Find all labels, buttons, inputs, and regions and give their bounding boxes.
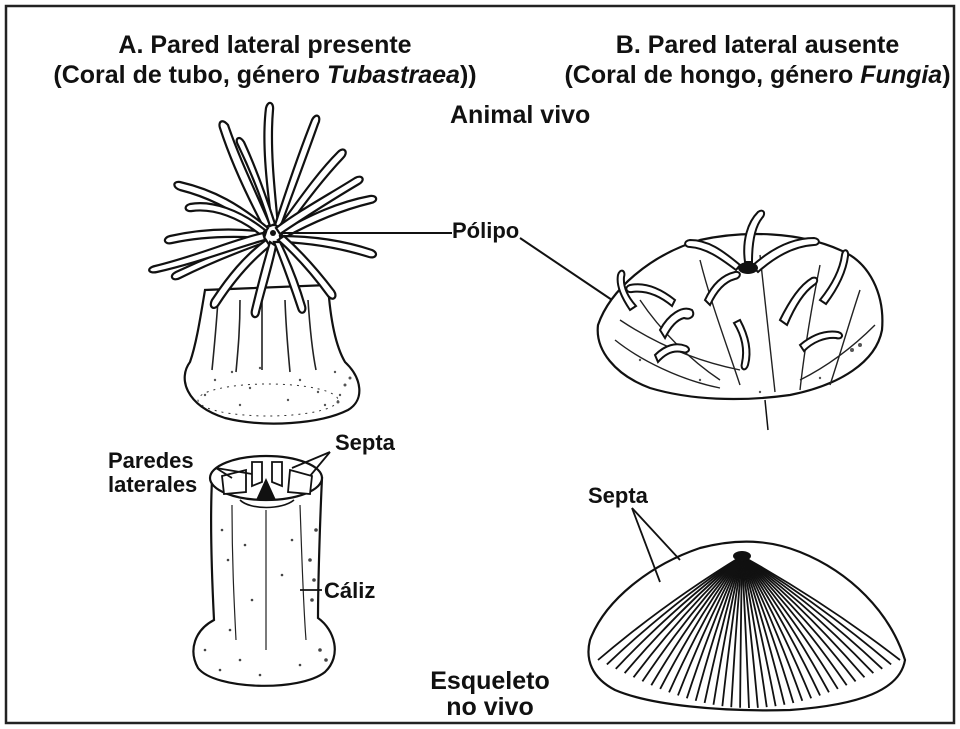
side-walls-label-line2: laterales: [108, 472, 197, 498]
calyx-label: Cáliz: [324, 578, 375, 604]
panel-a-title-prefix: (Coral de tubo, género: [53, 61, 327, 89]
skeleton-label: Esqueleto no vivo: [420, 668, 560, 720]
panel-b-title-line2: (Coral de hongo, género Fungia): [560, 60, 955, 90]
side-walls-label-line1: Paredes: [108, 448, 194, 474]
skeleton-label-line1: Esqueleto: [420, 668, 560, 694]
fungia-skeleton-illustration: [588, 542, 905, 711]
panel-b-title-prefix: (Coral de hongo, género: [564, 61, 860, 89]
panel-a-title: A. Pared lateral presente (Coral de tubo…: [50, 30, 480, 90]
panel-a-title-line2: (Coral de tubo, género Tubastraea)): [50, 60, 480, 90]
tubastraea-live-illustration: [149, 103, 376, 424]
panel-a-genus: Tubastraea: [327, 61, 460, 89]
panel-b-title-suffix: ): [942, 61, 950, 89]
polyp-label: Pólipo: [452, 218, 519, 244]
tubastraea-skeleton-illustration: [193, 456, 334, 686]
live-animal-label: Animal vivo: [450, 100, 590, 130]
panel-a-title-line1: A. Pared lateral presente: [50, 30, 480, 60]
panel-b-genus: Fungia: [860, 61, 942, 89]
panel-b-title-line1: B. Pared lateral ausente: [560, 30, 955, 60]
fungia-live-illustration: [598, 211, 883, 430]
skeleton-label-line2: no vivo: [420, 694, 560, 720]
septa-a-label: Septa: [335, 430, 395, 456]
septa-b-label: Septa: [588, 483, 648, 509]
panel-b-title: B. Pared lateral ausente (Coral de hongo…: [560, 30, 955, 90]
polyp-pointer-b: [520, 238, 612, 300]
panel-a-title-suffix: )): [460, 61, 477, 89]
